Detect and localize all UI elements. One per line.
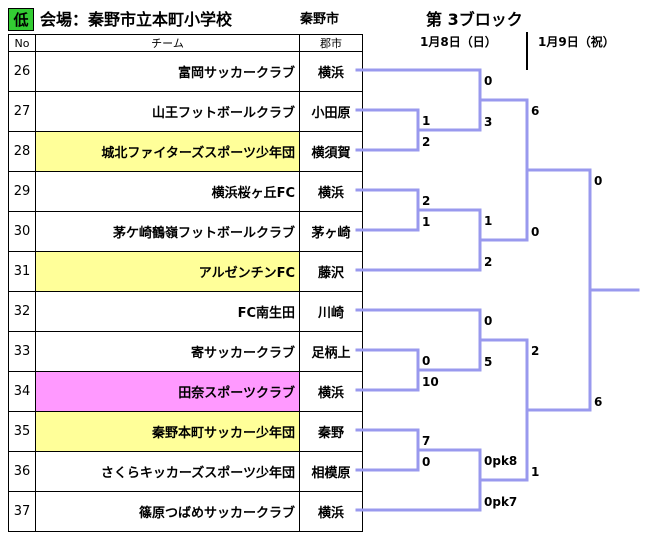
date-day2: 1月9日（祝） — [538, 35, 615, 49]
team-city: 藤沢 — [299, 251, 363, 292]
block-title: 第 3ブロック — [426, 10, 523, 29]
team-name: さくらキッカーズスポーツ少年団 — [35, 451, 300, 492]
team-name: 寄サッカークラブ — [35, 331, 300, 372]
match-27-28-score-b: 2 — [422, 135, 430, 149]
semi-top-score-b: 0 — [531, 225, 539, 239]
team-city: 茅ヶ崎 — [299, 211, 363, 252]
semi-top-score-a: 6 — [531, 104, 539, 118]
team-number: 37 — [8, 491, 36, 532]
match-35-36-score-b: 0 — [422, 455, 430, 469]
final-match-score-b: 6 — [594, 395, 602, 409]
team-number: 33 — [8, 331, 36, 372]
match-29-30-score-b: 1 — [422, 215, 430, 229]
match-33-34-score-a: 0 — [422, 354, 430, 368]
team-name: 横浜桜ヶ丘FC — [35, 171, 300, 212]
match-26-score-b: 3 — [484, 115, 492, 129]
match-37-score-b: 0pk7 — [484, 495, 517, 509]
team-city: 横浜 — [299, 171, 363, 212]
match-31-score-a: 1 — [484, 214, 492, 228]
match-29-30-score-a: 2 — [422, 194, 430, 208]
match-27-28-score-a: 1 — [422, 114, 430, 128]
team-city: 川崎 — [299, 291, 363, 332]
team-city: 小田原 — [299, 91, 363, 132]
host-city: 秦野市 — [300, 12, 340, 27]
match-31-score-b: 2 — [484, 255, 492, 269]
team-city: 横須賀 — [299, 131, 363, 172]
team-name: 茅ケ崎鶴嶺フットボールクラブ — [35, 211, 300, 252]
table-header-row: No チーム 郡市 — [8, 34, 363, 52]
team-name: 篠原つばめサッカークラブ — [35, 491, 300, 532]
date-divider — [526, 32, 528, 70]
team-name: 田奈スポーツクラブ — [35, 371, 300, 412]
team-city: 足柄上 — [299, 331, 363, 372]
team-name: FC南生田 — [35, 291, 300, 332]
team-city: 横浜 — [299, 371, 363, 412]
match-37-score-a: 0pk8 — [484, 454, 517, 468]
col-header-city: 郡市 — [299, 34, 363, 52]
team-name: アルゼンチンFC — [35, 251, 300, 292]
match-26-score-a: 0 — [484, 74, 492, 88]
match-32-score-b: 5 — [484, 355, 492, 369]
final-match-score-a: 0 — [594, 174, 602, 188]
team-name: 城北ファイターズスポーツ少年団 — [35, 131, 300, 172]
team-name: 富岡サッカークラブ — [35, 51, 300, 92]
match-33-34-score-b: 10 — [422, 375, 439, 389]
team-city: 横浜 — [299, 51, 363, 92]
team-name: 秦野本町サッカー少年団 — [35, 411, 300, 452]
semi-bottom-score-a: 2 — [531, 344, 539, 358]
date-day1: 1月8日（日） — [420, 35, 497, 49]
venue-title: 会場：秦野市立本町小学校 — [40, 10, 233, 29]
team-number: 26 — [8, 51, 36, 92]
semi-bottom-score-b: 1 — [531, 465, 539, 479]
match-32-score-a: 0 — [484, 314, 492, 328]
team-city: 相模原 — [299, 451, 363, 492]
team-number: 29 — [8, 171, 36, 212]
category-badge: 低 — [8, 8, 34, 31]
match-35-36-score-a: 7 — [422, 434, 430, 448]
